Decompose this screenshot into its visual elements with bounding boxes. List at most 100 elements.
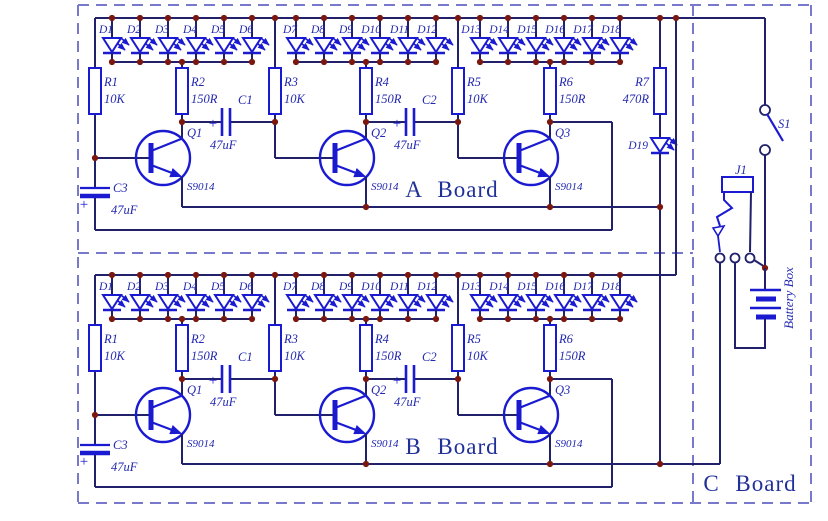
junction-dot [320,58,328,66]
led-D11-b-triangle [397,294,419,311]
junction-dot [192,315,200,323]
junction-dot [292,271,300,279]
polarity-plus-mark: + [209,373,217,389]
light-emission-arrow-icon [488,294,498,303]
led-D5-a-label: D5 [210,24,225,36]
resistor-R3-b-value: 10K [284,349,306,363]
junction-dot [476,271,484,279]
transistor-Q1-b-circle [134,386,192,444]
led-D4-a-label: D4 [182,24,197,36]
junction-dot [376,271,384,279]
light-emission-arrow-icon [544,37,554,46]
junction-dot [432,315,440,323]
junction-dot [546,203,554,211]
light-emission-arrow-icon [512,299,522,308]
resistor-R1-a-value: 10K [104,92,126,106]
led-D8-a-label: D8 [310,24,325,36]
resistor-R5-b-value: 10K [467,349,489,363]
light-emission-arrow-icon [416,294,426,303]
light-emission-arrow-icon [540,299,550,308]
junction-dot [136,14,144,22]
junction-dot [192,58,200,66]
led-D8-b-label: D8 [310,281,325,293]
cap-C2-a-value: 47uF [394,138,421,152]
led-D12-a-triangle [425,37,447,54]
junction-dot [292,14,300,22]
resistor-R6-a-body [543,67,557,115]
light-emission-arrow-icon [544,294,554,303]
board-c-title: C Board [703,471,796,496]
led-D18-a-label: D18 [600,24,621,36]
resistor-R3-a-body [268,67,282,115]
transistor-Q3-a-emitter-lead [518,163,551,178]
led-D4-a-triangle [185,37,207,54]
light-emission-arrow-icon [328,42,338,51]
led-D10-a-label: D10 [360,24,381,36]
led-D2-b-triangle [129,294,151,311]
junction-dot [362,58,370,66]
junction-dot [271,118,279,126]
transistor-Q2-a-collector-lead [334,137,366,153]
led-D5-a-triangle [213,37,235,54]
light-emission-arrow-icon [116,299,126,308]
led-D6-a-triangle [241,37,263,54]
led-D16-b-label: D16 [544,281,565,293]
resistor-R7-a-body [653,67,667,115]
resistor-R6-a-ref: R6 [558,75,574,89]
led-D12-b-triangle [425,294,447,311]
junction-dot [220,14,228,22]
led-D7-b-triangle [285,294,307,311]
resistor-R5-b-body [451,324,465,372]
junction-dot [220,58,228,66]
junction-dot [271,271,279,279]
polarity-plus-mark: + [393,116,401,132]
junction-dot [248,14,256,22]
junction-dot [362,118,370,126]
light-emission-arrow-icon [440,42,450,51]
junction-dot [348,58,356,66]
light-emission-arrow-icon [516,37,526,46]
junction-dot [376,14,384,22]
light-emission-arrow-icon [232,294,242,303]
led-D4-b-label: D4 [182,281,197,293]
light-emission-arrow-icon [120,294,130,303]
resistor-R4-b-body [359,324,373,372]
board-b-title: B Board [405,434,498,459]
led-D3-b-label: D3 [154,281,169,293]
led-D1-b-label: D1 [98,281,113,293]
junction-dot [108,315,116,323]
light-emission-arrow-icon [332,294,342,303]
led-D1-b-triangle [101,294,123,311]
junction-dot [454,14,462,22]
junction-dot [248,315,256,323]
jack-J1-contact-arrow [711,224,726,238]
junction-dot [192,14,200,22]
resistor-R2-a-body [175,67,189,115]
switch-S1-blade [766,113,784,142]
led-D5-b-triangle [213,294,235,311]
junction-dot [292,315,300,323]
light-emission-arrow-icon [412,299,422,308]
junction-dot [91,411,99,419]
jack-J1-terminal [714,252,726,264]
junction-dot [588,315,596,323]
light-emission-arrow-icon [512,42,522,51]
resistor-R7-a-ref: R7 [634,75,650,89]
resistor-R1-b-body [88,324,102,372]
light-emission-arrow-icon [204,37,214,46]
resistor-R4-b-ref: R4 [374,332,389,346]
junction-dot [504,14,512,22]
led-D19-triangle [649,137,671,154]
light-emission-arrow-icon [356,299,366,308]
led-D18-b-label: D18 [600,281,621,293]
resistor-R4-a-body [359,67,373,115]
resistor-R5-a-value: 10K [467,92,489,106]
junction-dot [220,271,228,279]
light-emission-arrow-icon [204,294,214,303]
light-emission-arrow-icon [232,37,242,46]
light-emission-arrow-icon [572,37,582,46]
switch-S1-terminal [759,104,771,116]
led-D11-a-triangle [397,37,419,54]
light-emission-arrow-icon [624,42,634,51]
